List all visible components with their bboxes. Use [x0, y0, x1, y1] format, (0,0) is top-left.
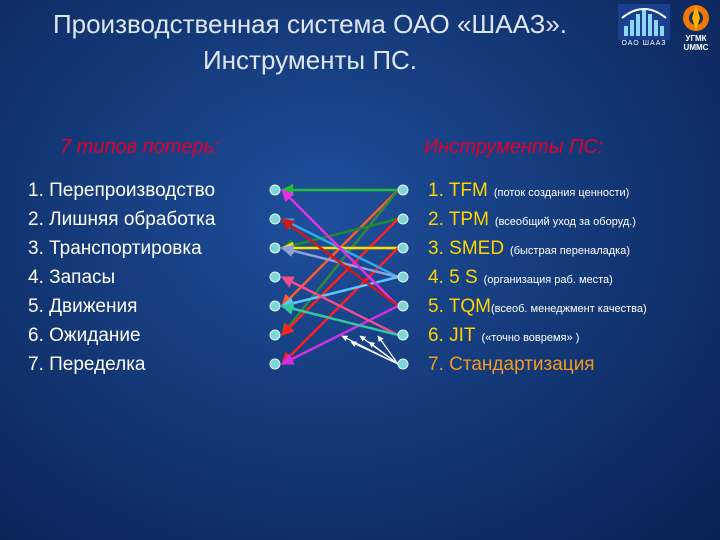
tool-item: 3. SMED (быстрая переналадка) [428, 234, 647, 263]
ugmk-logo: УГМК UMMC [676, 4, 716, 52]
loss-num: 7. [28, 354, 44, 375]
loss-label: Перепроизводство [49, 180, 216, 201]
loss-node [269, 358, 281, 370]
loss-node [269, 329, 281, 341]
connection-arrow [280, 275, 399, 337]
ugmk-caption-ru: УГМК [685, 34, 707, 43]
tool-num: 4. [428, 267, 444, 288]
shaaz-logo-icon [618, 4, 670, 40]
tool-num: 3. [428, 238, 444, 259]
tool-note: (быстрая переналадка) [510, 245, 630, 257]
tool-label: Стандартизация [449, 354, 595, 375]
loss-label: Движения [49, 296, 138, 317]
connection-arrow [280, 304, 399, 366]
tool-num: 2. [428, 209, 444, 230]
loss-node [269, 213, 281, 225]
loss-item: 5. Движения [28, 292, 215, 321]
shaaz-logo: ОАО ШААЗ [618, 4, 670, 52]
tool-note: (всеобщий уход за оборуд.) [494, 216, 636, 228]
tool-label: TFM [448, 180, 488, 201]
tools-list: 1. TFM (поток создания ценности) 2. TPM (в… [428, 176, 647, 379]
tool-node [397, 358, 409, 370]
fan-arrow [350, 341, 399, 365]
tools-heading: Инструменты ПС: [424, 136, 604, 158]
tool-num: 6. [428, 325, 444, 346]
loss-item: 6. Ожидание [28, 321, 215, 350]
tool-node [397, 242, 409, 254]
loss-node [269, 242, 281, 254]
loss-label: Транспортировка [49, 238, 202, 259]
tool-item: 4. 5 S (организация раб. места) [428, 263, 647, 292]
loss-item: 3. Транспортировка [28, 234, 215, 263]
tool-num: 7. [428, 354, 444, 375]
tool-num: 1. [428, 180, 444, 201]
tool-note: (поток создания ценности) [493, 187, 630, 199]
connection-arrow [280, 275, 399, 310]
loss-label: Запасы [49, 267, 116, 288]
fan-arrow [368, 341, 399, 365]
loss-item: 2. Лишняя обработка [28, 205, 215, 234]
fan-arrow [377, 335, 399, 365]
tool-item: 7. Стандартизация [428, 350, 647, 379]
loss-node [269, 271, 281, 283]
shaaz-logo-caption: ОАО ШААЗ [621, 40, 667, 47]
tool-node [397, 329, 409, 341]
slide-title: Производственная система ОАО «ШААЗ». Инс… [20, 6, 600, 78]
tool-node [397, 300, 409, 312]
tool-label: TQM [448, 296, 492, 317]
loss-num: 6. [28, 325, 44, 346]
tool-node [397, 184, 409, 196]
ugmk-caption-en: UMMC [683, 43, 709, 52]
loss-num: 3. [28, 238, 44, 259]
tool-label: 5 S [449, 267, 478, 288]
tool-label: SMED [449, 238, 505, 259]
connection-arrow [281, 189, 399, 307]
losses-heading: 7 типов потерь: [60, 136, 220, 158]
tool-item: 1. TFM (поток создания ценности) [428, 176, 647, 205]
tool-node [397, 213, 409, 225]
loss-num: 5. [28, 296, 44, 317]
tool-node [397, 271, 409, 283]
tool-note: («точно вовремя» ) [481, 332, 580, 344]
logos: ОАО ШААЗ УГМК UMMC [618, 4, 716, 52]
losses-list: 1. Перепроизводство 2. Лишняя обработка … [28, 176, 215, 379]
ugmk-logo-icon [683, 5, 709, 31]
loss-item: 7. Переделка [28, 350, 215, 379]
tool-item: 6. JIT («точно вовремя» ) [428, 321, 647, 350]
loss-num: 4. [28, 267, 44, 288]
connection-arrow [281, 218, 399, 307]
loss-num: 1. [28, 180, 44, 201]
tool-note: (организация раб. места) [483, 274, 613, 286]
tool-note: (всеоб. менеджмент качества) [491, 303, 647, 315]
tool-item: 2. TPM (всеобщий уход за оборуд.) [428, 205, 647, 234]
tool-label: JIT [449, 325, 476, 346]
ugmk-logo-caption: УГМК UMMC [676, 34, 716, 52]
slide-title-line2: Инструменты ПС. [202, 45, 418, 75]
tool-label: TPM [448, 209, 489, 230]
loss-node [269, 300, 281, 312]
connection-arrow [281, 218, 399, 336]
loss-label: Переделка [49, 354, 146, 375]
tool-item: 5. TQM(всеоб. менеджмент качества) [428, 292, 647, 321]
loss-node [269, 184, 281, 196]
slide-title-line1: Производственная система ОАО «ШААЗ». [52, 9, 568, 39]
loss-num: 2. [28, 209, 44, 230]
loss-label: Лишняя обработка [49, 209, 216, 230]
loss-item: 4. Запасы [28, 263, 215, 292]
connection-arrow [280, 217, 399, 252]
connection-arrow [280, 302, 399, 337]
tool-num: 5. [428, 296, 444, 317]
loss-label: Ожидание [49, 325, 141, 346]
loss-item: 1. Перепроизводство [28, 176, 215, 205]
